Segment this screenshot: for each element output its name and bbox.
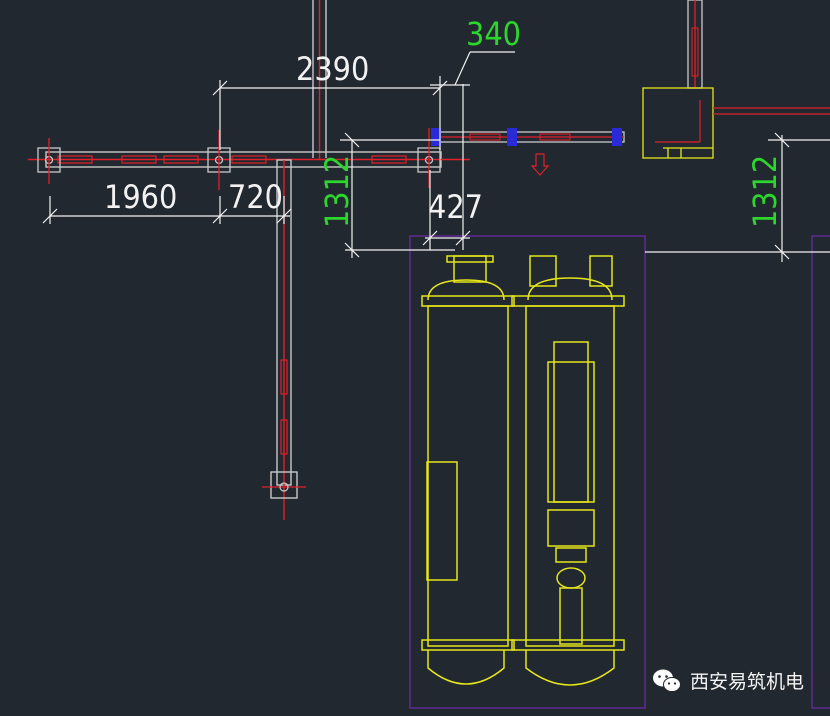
wechat-icon	[652, 669, 681, 692]
duct-horizontal-main	[28, 151, 470, 168]
dimension-340: 340	[466, 15, 521, 53]
valve-marker	[431, 128, 622, 146]
dimension-1312-left: 1312	[318, 155, 356, 228]
dim-line-2390	[212, 76, 448, 150]
dimension-2390: 2390	[296, 50, 369, 88]
dimension-1312-right: 1312	[746, 155, 784, 228]
equipment-frame	[409, 235, 646, 709]
dim-line-1312-left	[340, 132, 455, 258]
duct-support-left	[37, 138, 61, 184]
duct-support-right	[417, 128, 441, 188]
watermark: 西安易筑机电	[652, 667, 804, 694]
terminal-box	[642, 87, 714, 159]
vessel-left	[421, 255, 515, 685]
duct-vertical-topright	[687, 0, 703, 89]
dim-line-340	[430, 51, 515, 86]
vessel-right	[511, 255, 625, 686]
dimension-427: 427	[428, 188, 483, 226]
dim-line-1960-720	[42, 196, 292, 224]
dimension-1960: 1960	[104, 178, 177, 216]
duct-vertical-top	[312, 0, 327, 160]
equipment-frame-right	[811, 235, 830, 709]
watermark-text: 西安易筑机电	[689, 671, 804, 693]
dim-line-1312-right	[645, 132, 830, 262]
flow-arrow-icon	[530, 153, 550, 176]
terminal-box-red	[655, 100, 830, 143]
duct-support-mid	[207, 130, 231, 190]
dim-line-427	[422, 84, 471, 250]
dimension-720: 720	[228, 178, 283, 216]
